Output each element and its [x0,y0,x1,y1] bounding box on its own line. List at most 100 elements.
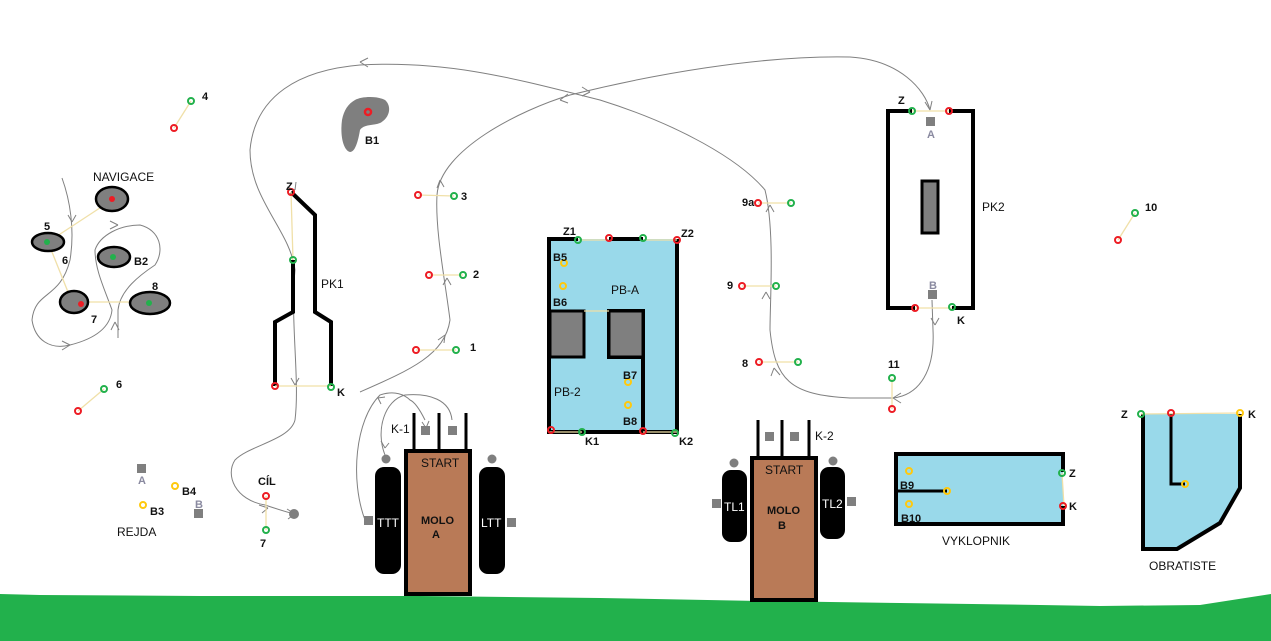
gate-9[interactable]: 9 [727,280,780,292]
gate-6-label: 6 [116,379,122,391]
gate-3[interactable]: 3 [414,191,467,203]
ground [0,594,1271,641]
k2-label: K-2 [815,429,834,443]
rejda-marker-b [194,509,203,518]
ltt-label: LTT [481,516,502,530]
label-b3: B3 [150,506,164,518]
molo-b-label-1: MOLO [767,505,800,517]
pk1-label: PK1 [321,277,344,291]
navigace-area: NAVIGACE 5 6 B2 8 7 [30,170,172,326]
boat-ttt [375,467,401,574]
pba-label: PB-A [611,283,639,297]
obratiste: Z K OBRATISTE [1121,409,1256,573]
pb2-label: PB-2 [554,385,581,399]
pk2-box: A B Z K PK2 [886,95,1005,327]
label-b5: B5 [553,252,567,264]
route-start-a [356,392,426,521]
vyklopnik-label: VYKLOPNIK [942,534,1010,548]
rejda-marker-a [137,464,146,473]
pk1-k-label: K [337,387,345,399]
gate-9-label: 9 [727,280,733,292]
boat-ltt [479,467,505,574]
label-b4: B4 [182,486,197,498]
label-b9: B9 [900,480,914,492]
route-navigace [31,177,161,347]
vyklopnik: B9 B10 Z K VYKLOPNIK [894,452,1077,548]
vyk-k-label: K [1069,501,1077,513]
gate-2[interactable]: 2 [425,269,479,281]
obr-z-label: Z [1121,409,1128,421]
gate-10-label: 10 [1145,202,1157,214]
route-lines [31,56,940,521]
label-b10: B10 [901,513,921,525]
route-cross [359,56,931,393]
pb-basin: Z1 Z2 B5 B6 PB-A PB-2 B7 B8 K1 K2 [547,226,694,448]
gate-11[interactable]: 11 [888,359,900,413]
gate-7-label: 7 [260,538,266,550]
gate-6[interactable]: 6 [74,379,122,415]
pier-b [750,456,818,602]
molo-b-label-2: B [778,520,786,532]
gate-11-label: 11 [888,359,900,371]
rejda-area: A B B4 B3 REJDA [117,464,203,539]
k1-label: K-1 [391,422,410,436]
molo-a-label-2: A [432,529,440,541]
vyk-z-label: Z [1069,468,1076,480]
gate-8-label: 8 [742,358,748,370]
route-pk2-exit [892,299,934,399]
pk2-z-label: Z [898,95,905,107]
label-b8: B8 [623,416,637,428]
gate-9a-label: 9a [742,197,755,209]
nav-label-5: 5 [44,221,50,233]
route-start-a-2 [380,394,453,456]
obr-k-label: K [1248,409,1256,421]
finish-gate[interactable]: CÍL 7 [258,475,299,550]
cil-label: CÍL [258,475,276,488]
gate-9a[interactable]: 9a [742,197,795,209]
obratiste-label: OBRATISTE [1149,559,1216,573]
boat-tl2 [820,467,845,539]
z2-label: Z2 [681,228,694,240]
start-a-label: START [421,456,460,470]
rejda-label: REJDA [117,525,156,539]
label-b6: B6 [553,297,567,309]
pk2-k-label: K [957,315,965,327]
gate-1-label: 1 [470,342,476,354]
pk2-a-label: A [927,129,935,141]
pk1-z-label: Z [286,181,293,193]
gate-10[interactable]: 10 [1114,202,1157,244]
pier-a [404,449,472,596]
gate-1[interactable]: 1 [412,342,476,354]
buoy-b1: B1 [341,97,390,152]
label-b7: B7 [623,370,637,382]
rejda-b-label: B [195,499,203,511]
nav-buoy-7 [58,289,90,315]
gate-4-label: 4 [202,91,209,103]
route-main-loop [249,63,893,421]
gate-2-label: 2 [473,269,479,281]
gate-4[interactable]: 4 [170,91,209,132]
nav-label-8: 8 [152,281,158,293]
tl2-label: TL2 [822,497,843,511]
nav-label-6: 6 [62,255,68,267]
molo-b: K-2 START MOLO B TL1 TL2 [712,420,856,602]
z1-label: Z1 [563,226,576,238]
navigace-label: NAVIGACE [93,170,154,184]
pk1-channel: Z PK1 K [271,181,345,399]
rejda-a-label: A [138,475,146,487]
gate-8[interactable]: 8 [742,358,802,370]
nav-label-7: 7 [91,314,97,326]
pk2-b-label: B [929,280,937,292]
molo-a-label-1: MOLO [421,515,454,527]
k1b-label: K1 [585,436,599,448]
k2b-label: K2 [679,436,693,448]
pk2-label: PK2 [982,200,1005,214]
label-b1: B1 [365,135,379,147]
gate-3-label: 3 [461,191,467,203]
tl1-label: TL1 [724,500,745,514]
ttt-label: TTT [377,516,400,530]
start-b-label: START [765,463,804,477]
route-to-cil [230,419,296,515]
boat-tl1 [722,470,747,542]
